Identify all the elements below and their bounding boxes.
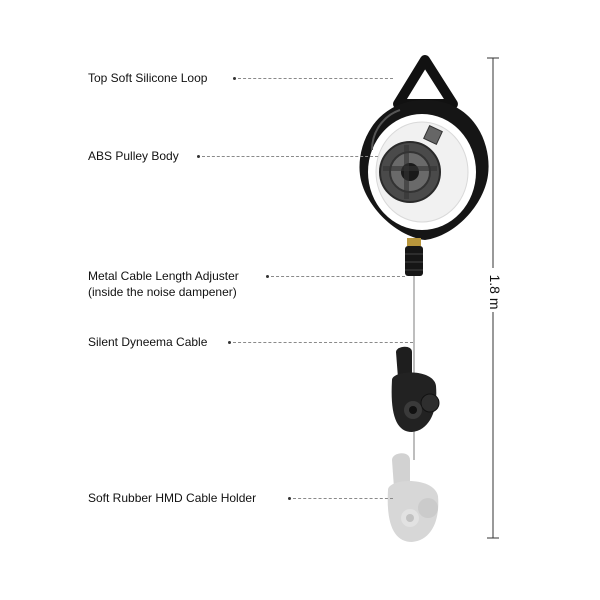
leader-line bbox=[293, 498, 393, 499]
pulley-spool bbox=[379, 125, 443, 203]
label-cable-adjuster-line1: Metal Cable Length Adjuster bbox=[88, 269, 239, 283]
label-cable-adjuster-line2: (inside the noise dampener) bbox=[88, 285, 237, 299]
leader-dot bbox=[197, 155, 200, 158]
leader-line bbox=[238, 78, 393, 79]
cable-holder-faded bbox=[387, 453, 439, 542]
leader-line bbox=[202, 156, 378, 157]
cable-holder bbox=[391, 346, 440, 432]
length-measurement-bracket bbox=[487, 57, 499, 539]
label-cable-holder: Soft Rubber HMD Cable Holder bbox=[88, 491, 257, 505]
leader-dot bbox=[266, 275, 269, 278]
leader-line bbox=[271, 276, 405, 277]
leader-dot bbox=[233, 77, 236, 80]
label-pulley-body: ABS Pulley Body bbox=[88, 149, 179, 163]
label-cable-adjuster: Metal Cable Length Adjuster (inside the … bbox=[88, 268, 239, 300]
label-top-silicone-loop: Top Soft Silicone Loop bbox=[88, 71, 208, 85]
leader-dot bbox=[228, 341, 231, 344]
length-measurement-label: 1.8 m bbox=[487, 274, 503, 310]
leader-line bbox=[233, 342, 413, 343]
label-dyneema-cable: Silent Dyneema Cable bbox=[88, 335, 208, 349]
leader-dot bbox=[288, 497, 291, 500]
cable-length-adjuster bbox=[405, 238, 423, 276]
